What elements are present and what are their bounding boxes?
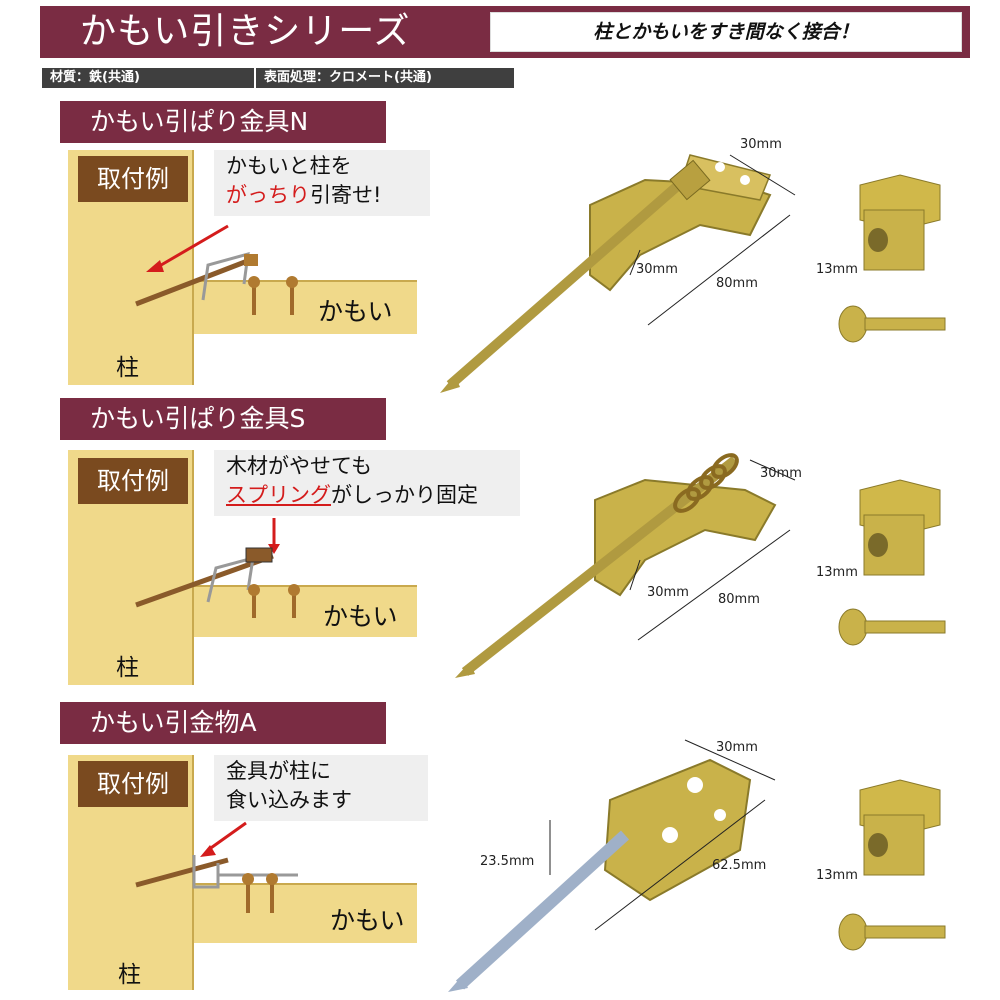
callout-line1: 金具が柱に [226,759,331,783]
dim-side-a: 23.5mm [480,854,535,869]
dim-length-n: 80mm [716,276,758,291]
dim-top-s: 30mm [760,466,802,481]
screw-s-photo [838,608,946,646]
bracket-a-photo [448,758,752,992]
screw-a-photo [838,913,946,951]
beam-illustration [194,883,417,943]
dim-nut-a: 13mm [816,868,858,883]
callout-line2: がしっかり固定 [331,483,478,507]
installation-illustration [135,518,300,618]
beam-label: かもい [318,297,393,326]
pointer-arrow-icon [207,821,247,852]
beam-illustration [194,280,417,334]
callout-line1: 木材がやせても [226,454,372,478]
dim-nut-n: 13mm [816,262,858,277]
example-panel-s: 取付例 木材がやせても スプリングがしっかり固定 柱 かもい [68,450,520,685]
spec-material: 材質：鉄(共通) [42,68,254,88]
callout-emphasis: がっちり [226,183,310,207]
installation-illustration [135,224,298,315]
bracket-n-photo [440,154,772,393]
dim-side-s: 30mm [647,585,689,600]
beam-label: かもい [330,906,405,935]
example-panel-n: 取付例 かもいと柱を がっちり引寄せ! 柱 かもい [68,150,430,385]
tagline: 柱とかもいをすき間なく接合！ [490,12,962,52]
dim-length-a: 62.5mm [712,858,767,873]
callout-bubble: 金具が柱に 食い込みます [214,755,428,821]
coupling-nut-s-photo [859,479,941,576]
spec-surface: 表面処理：クロメート(共通) [256,68,514,88]
beam-label: かもい [323,602,398,631]
beam-illustration [194,585,417,637]
dim-length-s: 80mm [718,592,760,607]
page-title: かもい引きシリーズ [80,11,411,52]
dim-nut-s: 13mm [816,565,858,580]
dim-top-a: 30mm [716,740,758,755]
pillar-label: 柱 [116,655,139,681]
callout-emphasis: スプリング [226,483,331,507]
installation-illustration [135,821,298,913]
bracket-s-photo [455,453,777,678]
example-tag: 取付例 [78,156,188,202]
dim-top-n: 30mm [740,137,782,152]
callout-line1: かもいと柱を [226,154,352,178]
pull-arrow-icon [155,224,229,270]
dim-side-n: 30mm [636,262,678,277]
example-tag: 取付例 [78,458,188,504]
callout-line2: 引寄せ! [310,183,382,207]
screw-n-photo [838,305,946,343]
callout-bubble: かもいと柱を がっちり引寄せ! [214,150,430,216]
coupling-nut-n-photo [859,174,941,271]
coupling-nut-a-photo [859,779,941,876]
example-panel-a: 取付例 金具が柱に 食い込みます 柱 かもい [68,755,428,990]
pillar-label: 柱 [116,355,139,381]
section-title-n: かもい引ぱり金具N [60,101,386,143]
section-title-s: かもい引ぱり金具S [60,398,386,440]
callout-line2: 食い込みます [226,788,352,812]
callout-bubble: 木材がやせても スプリングがしっかり固定 [214,450,520,516]
pillar-label: 柱 [118,962,141,988]
section-title-a: かもい引金物A [60,702,386,744]
example-tag: 取付例 [78,761,188,807]
